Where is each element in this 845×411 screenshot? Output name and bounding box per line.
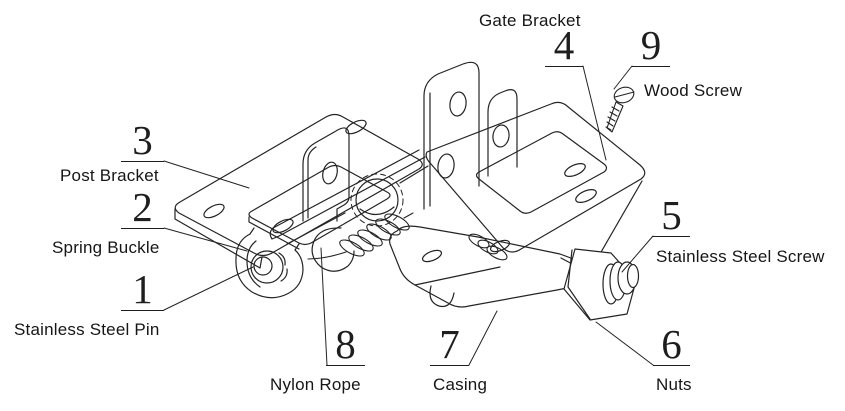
label-nylon-rope: Nylon Rope <box>270 375 361 394</box>
label-nuts: Nuts <box>656 375 692 394</box>
callout-number-2: 2 <box>121 186 164 229</box>
leader-line-7 <box>468 310 498 366</box>
leader-line-1 <box>163 266 254 311</box>
leader-line-5 <box>621 235 654 273</box>
callout-number-9: 9 <box>632 24 670 67</box>
leader-line-9 <box>613 65 633 90</box>
label-post-bracket: Post Bracket <box>60 166 159 185</box>
leader-line-4 <box>582 65 607 161</box>
label-wood-screw: Wood Screw <box>644 81 743 100</box>
hinge-spring-drawing <box>307 212 508 261</box>
label-gate-bracket: Gate Bracket <box>479 11 581 30</box>
hex-nut-screw-drawing <box>563 248 640 321</box>
leader-line-6 <box>595 321 654 366</box>
leader-line-3 <box>163 160 250 189</box>
callout-number-5: 5 <box>653 194 690 237</box>
rope-pulley-drawing <box>350 173 404 227</box>
gate-bracket-drawing <box>269 61 646 274</box>
label-stainless-steel-pin: Stainless Steel Pin <box>14 320 160 339</box>
label-stainless-steel-screw: Stainless Steel Screw <box>656 247 825 266</box>
casing-drawing <box>311 225 601 308</box>
post-bracket-drawing <box>174 113 423 269</box>
leader-lines <box>163 65 654 366</box>
callout-number-8: 8 <box>326 323 365 366</box>
callout-number-6: 6 <box>653 323 690 366</box>
label-casing: Casing <box>433 375 488 394</box>
callout-number-1: 1 <box>121 268 164 311</box>
label-spring-buckle: Spring Buckle <box>52 238 160 257</box>
wood-screw-drawing <box>605 86 635 133</box>
leader-line-2 <box>163 227 248 252</box>
callout-number-3: 3 <box>121 119 164 162</box>
spring-buckle-pin-drawing <box>235 227 304 299</box>
callout-number-7: 7 <box>430 323 469 366</box>
leader-line-8 <box>320 247 328 366</box>
callout-number-4: 4 <box>545 24 583 67</box>
